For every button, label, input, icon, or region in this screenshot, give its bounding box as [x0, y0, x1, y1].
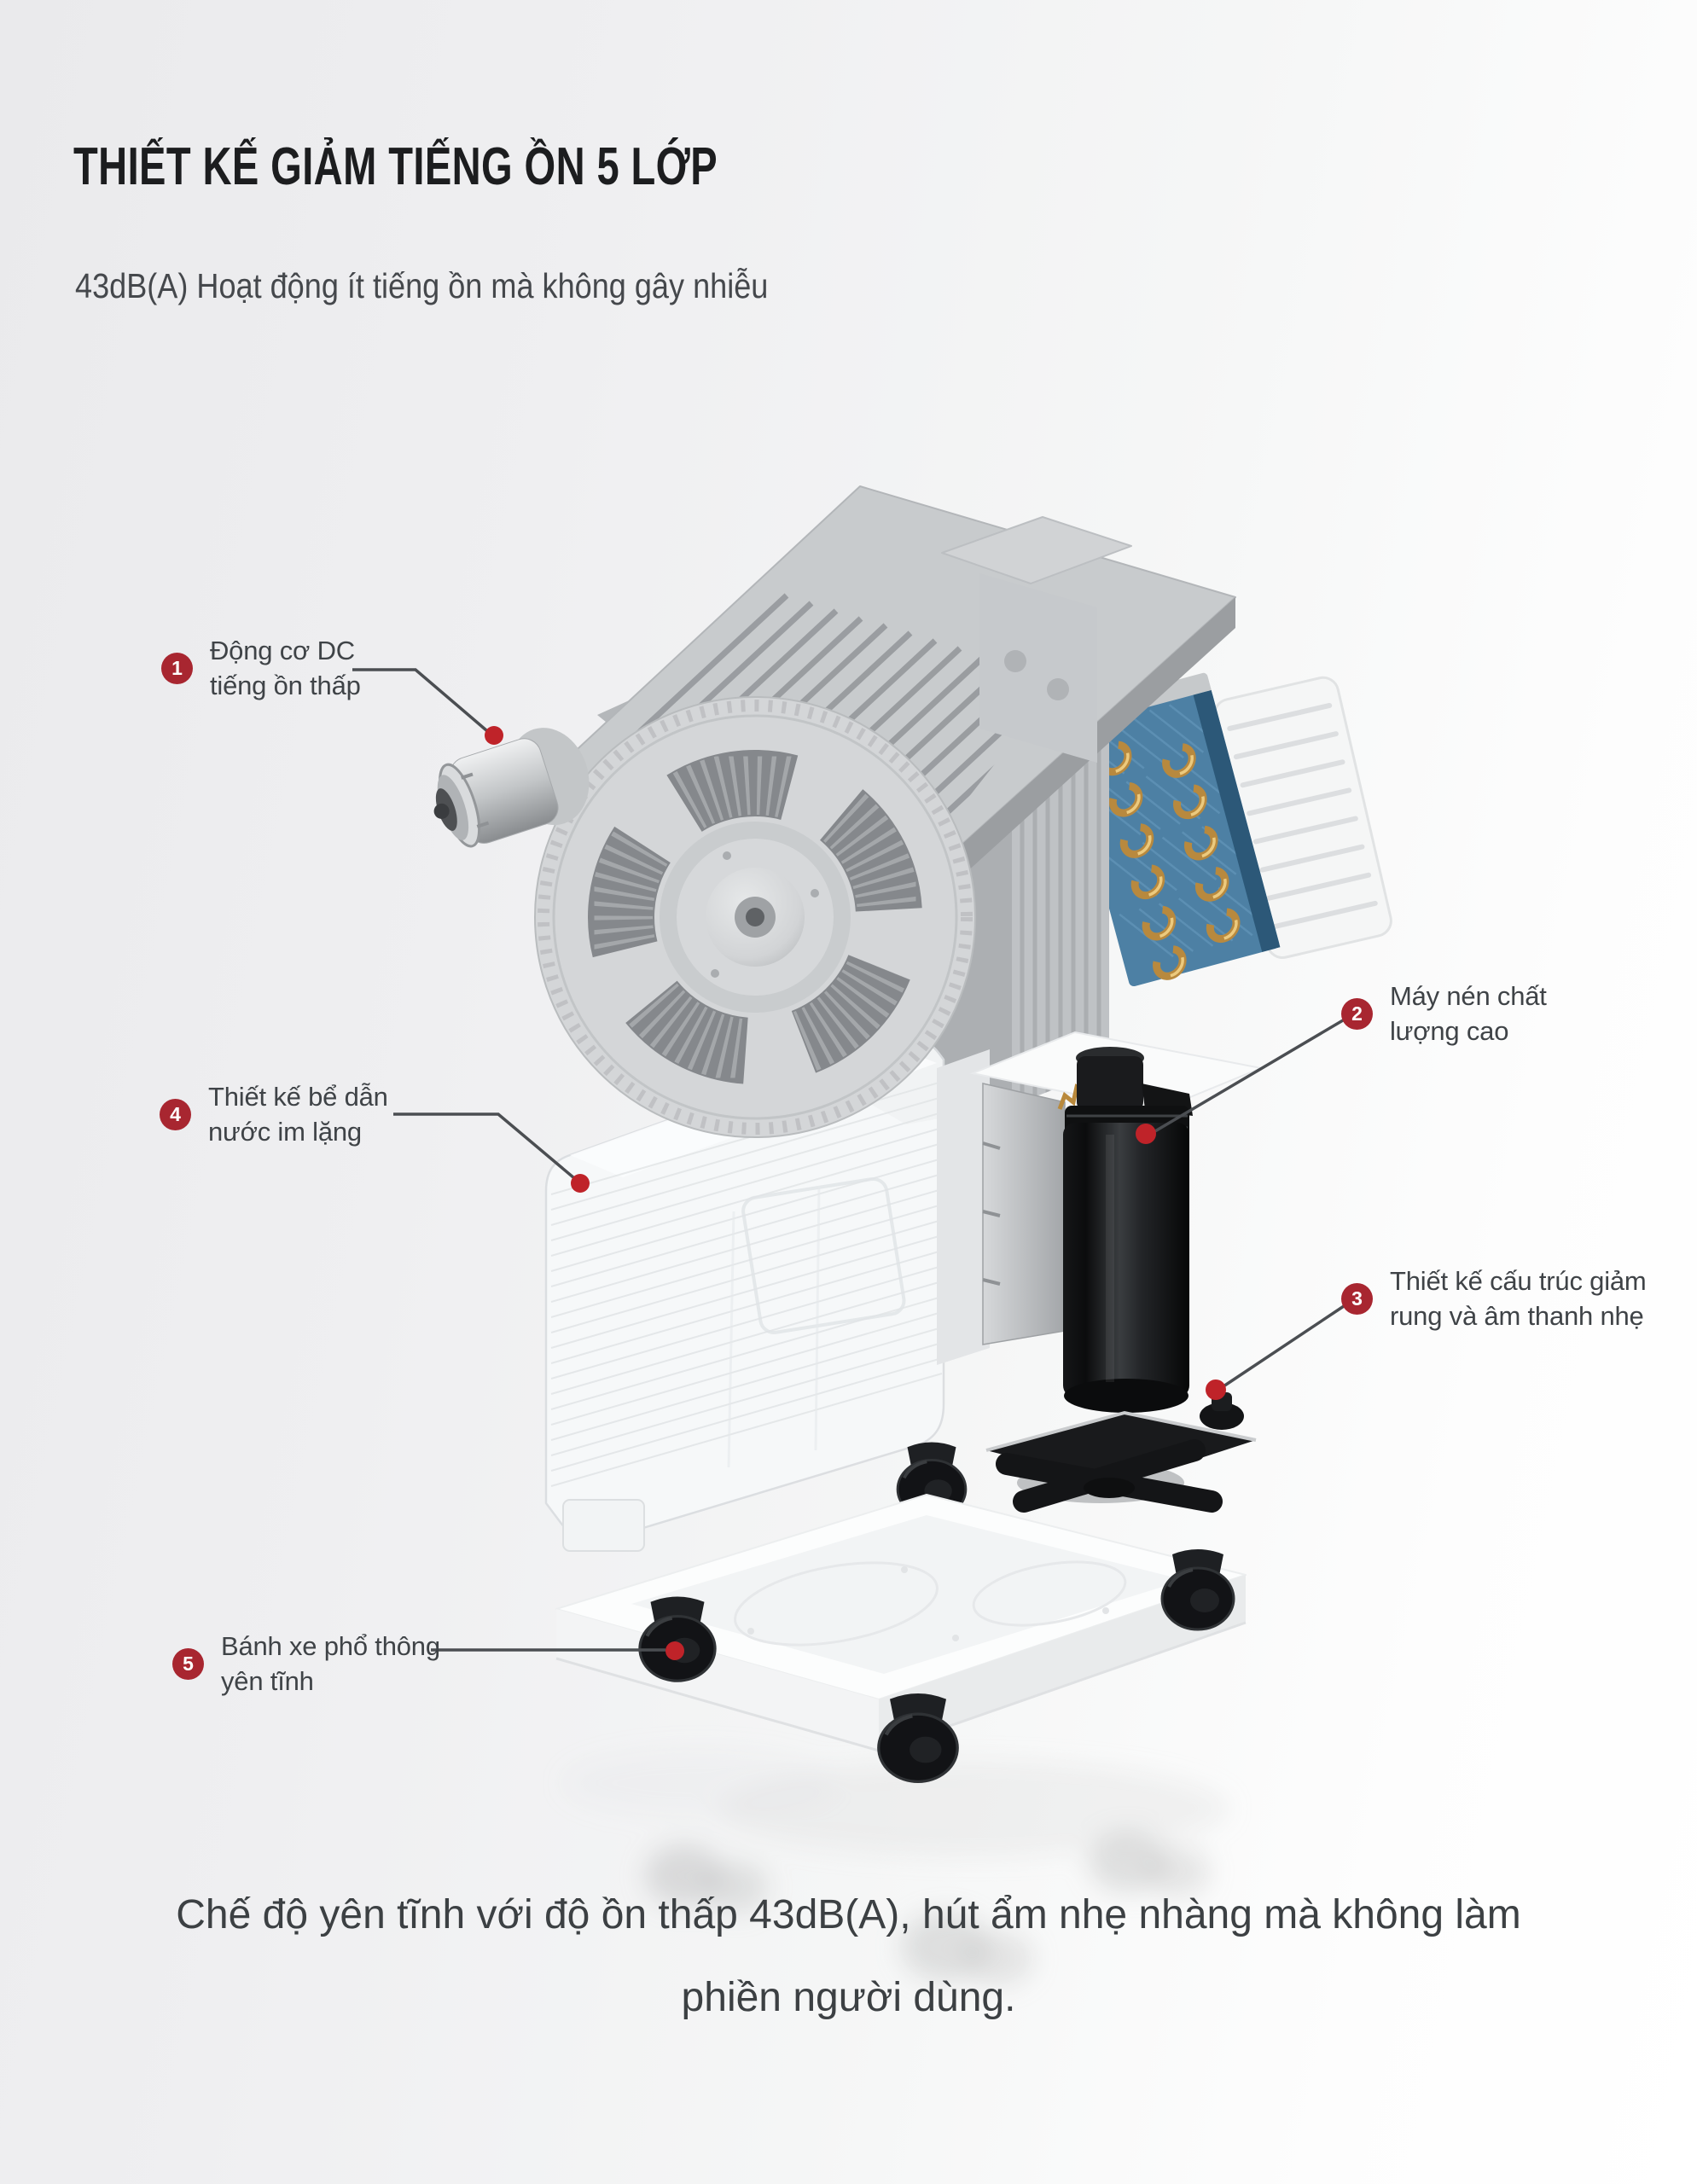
callout-3-line2: rung và âm thanh nhẹ [1390, 1301, 1644, 1331]
callout-3-line1: Thiết kế cấu trúc giảm [1390, 1266, 1647, 1296]
callout-1: 1 Động cơ DC tiếng ồn thấp [161, 632, 361, 704]
compressor [1057, 1047, 1244, 1430]
callout-2-line2: lượng cao [1390, 1016, 1509, 1046]
top-duct-box [941, 516, 1132, 584]
callout-4-label: Thiết kế bể dẫn nước im lặng [208, 1079, 388, 1149]
callout-1-line1: Động cơ DC [210, 636, 355, 665]
callout-1-line2: tiếng ồn thấp [210, 671, 361, 700]
callout-5-label: Bánh xe phổ thông yên tĩnh [221, 1629, 440, 1699]
callout-2-label: Máy nén chất lượng cao [1390, 979, 1547, 1048]
footer-line2: phiền người dùng. [681, 1975, 1016, 2020]
page-title: THIẾT KẾ GIẢM TIẾNG ỒN 5 LỚP [73, 137, 718, 196]
vibration-grommet [1200, 1403, 1244, 1430]
leader-line-4 [393, 1112, 581, 1184]
callout-4: 4 Thiết kế bể dẫn nước im lặng [160, 1078, 388, 1150]
compressor-mount [985, 1410, 1257, 1513]
callout-4-line1: Thiết kế bể dẫn [208, 1082, 388, 1112]
base-platform [555, 1494, 1247, 1752]
callout-dot-1 [485, 726, 503, 745]
callout-dot-2 [1136, 1124, 1156, 1144]
floor-shadows [563, 1749, 1229, 1986]
callout-dot-4 [571, 1174, 590, 1193]
callout-1-badge: 1 [161, 652, 193, 684]
footer-text: Chế độ yên tĩnh với độ ồn thấp 43dB(A), … [60, 1873, 1638, 2039]
dc-motor [433, 728, 590, 848]
coil-bracket [979, 573, 1097, 763]
callout-3-label: Thiết kế cấu trúc giảm rung và âm thanh … [1390, 1263, 1647, 1333]
callout-5-line1: Bánh xe phổ thông [221, 1631, 440, 1661]
callout-2: 2 Máy nén chất lượng cao [1341, 978, 1547, 1049]
leader-lines [352, 668, 1345, 1652]
callout-3-badge: 3 [1341, 1282, 1373, 1315]
callout-1-label: Động cơ DC tiếng ồn thấp [210, 633, 361, 703]
footer-line1: Chế độ yên tĩnh với độ ồn thấp 43dB(A), … [176, 1892, 1521, 1937]
leader-line-2 [1148, 1019, 1344, 1136]
callout-dot-3 [1206, 1380, 1226, 1400]
callout-3: 3 Thiết kế cấu trúc giảm rung và âm than… [1341, 1263, 1647, 1334]
callout-5-badge: 5 [172, 1647, 204, 1680]
callout-2-line1: Máy nén chất [1390, 981, 1547, 1011]
leader-line-3 [1218, 1304, 1345, 1391]
callout-dot-5 [665, 1641, 684, 1660]
callout-dots [485, 726, 1226, 1660]
callout-4-line2: nước im lặng [208, 1117, 362, 1147]
callout-5-line2: yên tĩnh [221, 1666, 314, 1696]
callout-5: 5 Bánh xe phổ thông yên tĩnh [172, 1628, 440, 1699]
blower-wheel [534, 696, 976, 1138]
callout-4-badge: 4 [160, 1098, 191, 1130]
callout-2-badge: 2 [1341, 997, 1373, 1030]
page-subtitle: 43dB(A) Hoạt động ít tiếng ồn mà không g… [75, 266, 769, 305]
leader-line-1 [352, 668, 494, 737]
